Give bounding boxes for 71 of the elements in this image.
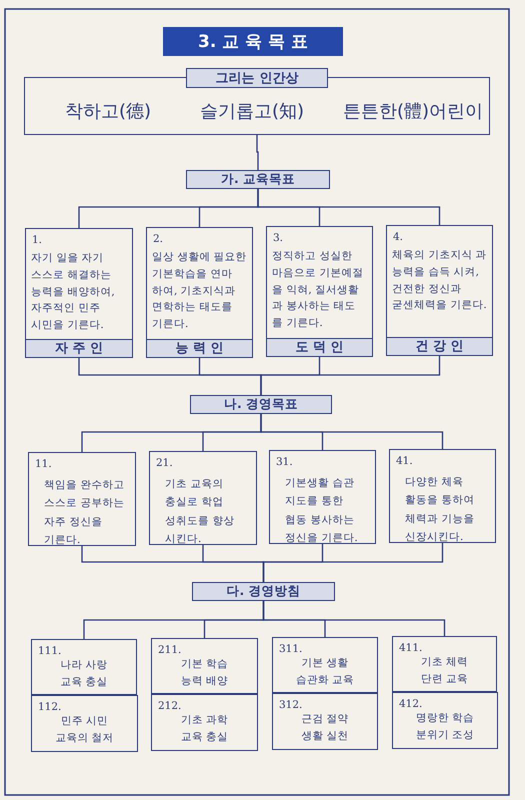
policy-box <box>31 639 137 695</box>
item-number: 11. <box>35 457 52 472</box>
objective-text: 기초 교육의 충실로 학업 성취도를 향상 시킨다. <box>165 477 236 548</box>
policy-text: 기초 체력 단련 교육 <box>420 655 470 688</box>
item-number: 211. <box>158 643 182 658</box>
item-number: 112. <box>38 700 62 715</box>
item-number: 21. <box>156 456 173 471</box>
connector-line <box>262 601 446 636</box>
policy-box <box>31 695 138 752</box>
policy-text: 나라 사랑 교육 충실 <box>59 658 109 690</box>
heading-box <box>186 68 328 88</box>
item-number: 41. <box>396 454 413 469</box>
motto-text: 튼튼한(體)어린이 <box>343 100 484 123</box>
section-header-box <box>192 582 335 601</box>
policy-text: 기본 학습 능력 배양 <box>180 657 230 690</box>
goal-text: 자기 일을 자기 스스로 해결하는 능력을 배양하여, 자주적인 민주 시민을 기른다. <box>31 251 116 334</box>
objective-box <box>28 452 136 546</box>
connector-line <box>262 543 444 582</box>
policy-text: 기본 생활 습관화 교육 <box>294 656 356 688</box>
policy-box <box>392 636 497 692</box>
section-header: 다. 경영방침 <box>226 583 301 600</box>
section-header-box <box>190 395 332 414</box>
title-banner <box>163 27 343 56</box>
connector-line <box>256 135 259 170</box>
item-number: 411. <box>399 641 422 656</box>
item-number: 4. <box>393 230 404 245</box>
item-number: 312. <box>279 698 302 713</box>
goal-text: 체육의 기초지식 과 능력을 습득 시켜, 건전한 정신과 굳센체력을 기른다. <box>392 248 488 314</box>
goal-text: 정직하고 성실한 마음으로 기본예절 을 익혀, 질서생활 과 봉사하는 태도 를 기른다. <box>272 249 364 332</box>
item-number: 2. <box>153 232 164 247</box>
motto-text: 슬기롭고(知) <box>200 100 304 123</box>
goal-box <box>266 226 373 357</box>
item-number: 412. <box>399 697 422 712</box>
item-number: 31. <box>276 455 293 470</box>
category-band: 능 력 인 <box>147 339 252 357</box>
item-number: 311. <box>279 642 302 657</box>
connector-line <box>257 189 440 225</box>
item-number: 111. <box>38 644 62 659</box>
connector-line <box>260 414 444 449</box>
category-band: 도 덕 인 <box>267 338 372 356</box>
category-band: 건 강 인 <box>387 337 492 355</box>
policy-box <box>392 692 498 749</box>
section-title: 3. 교 육 목 표 <box>198 31 308 53</box>
item-number: 212. <box>158 699 182 714</box>
goal-box <box>146 227 253 358</box>
item-number: 3. <box>273 231 284 246</box>
objective-box <box>389 449 496 543</box>
policy-text: 기초 과학 교육 충실 <box>180 713 230 746</box>
policy-text: 근검 절약 생활 실천 <box>300 712 350 744</box>
goal-box <box>386 225 493 356</box>
goal-text: 일상 생활에 필요한 기본학습을 연마 하여, 기초지식과 면학하는 태도를 기른다. <box>152 250 248 332</box>
motto-text: 착하고(德) <box>65 100 152 123</box>
objective-text: 책임을 완수하고 스스로 공부하는 자주 정신을 기른다. <box>44 478 126 548</box>
section-header: 나. 경영목표 <box>224 396 298 413</box>
objective-text: 다양한 체육 활동을 통하여 체력과 기능을 신장시킨다. <box>405 475 476 546</box>
objective-text: 기본생활 습관 지도를 통한 협동 봉사하는 정신을 기른다. <box>285 476 359 546</box>
policy-box <box>151 638 258 694</box>
policy-box <box>272 693 378 750</box>
policy-text: 민주 시민 교육의 철저 <box>54 714 115 746</box>
policy-text: 명랑한 학습 분위기 조성 <box>414 711 476 744</box>
group-heading: 그리는 인간상 <box>216 70 298 87</box>
category-band: 자 주 인 <box>26 339 132 357</box>
section-header-box <box>186 170 330 189</box>
policy-box <box>272 637 378 693</box>
objective-box <box>149 451 257 545</box>
goal-box <box>25 228 133 358</box>
objective-box <box>269 450 376 544</box>
policy-box <box>151 694 258 751</box>
item-number: 1. <box>32 233 42 248</box>
section-header: 가. 교육목표 <box>220 171 296 188</box>
connector-line <box>260 356 440 395</box>
